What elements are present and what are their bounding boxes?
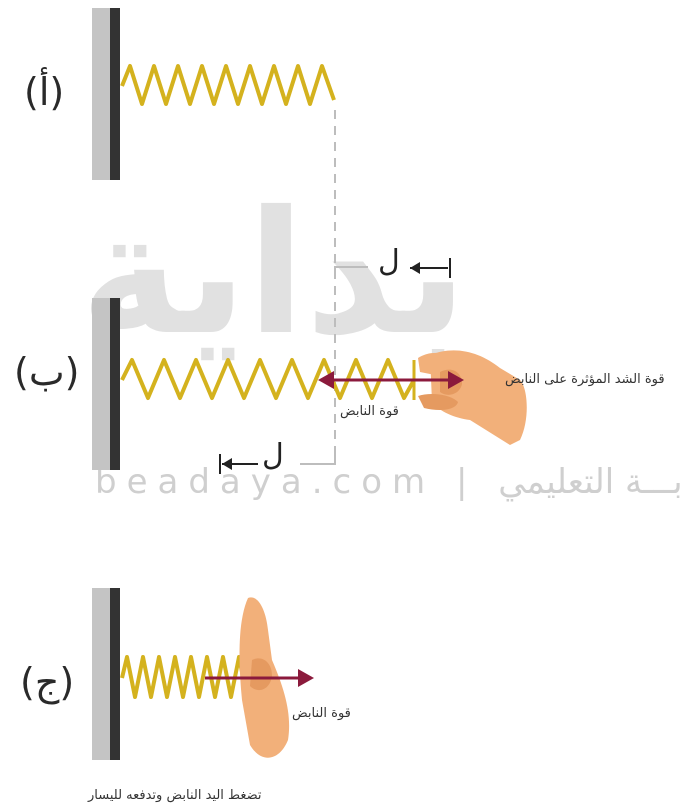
pull-force-label: قوة الشد المؤثرة على النابض	[505, 372, 665, 387]
spring-force-arrowhead-c-icon	[298, 669, 314, 687]
compression-length-symbol: ل	[262, 438, 284, 473]
spring-compressed	[120, 655, 254, 699]
watermark-logo: بداية	[80, 175, 468, 373]
stretch-length-symbol: ل	[378, 244, 400, 279]
case-a-label: (أ)	[24, 70, 65, 114]
spring-force-label-b: قوة النابض	[340, 404, 399, 419]
compression-length-indicator	[219, 450, 336, 474]
case-b-label: (ب)	[14, 350, 80, 394]
spring-stretched	[120, 358, 416, 400]
spring-relaxed	[120, 64, 336, 106]
pull-force-arrowhead-icon	[448, 371, 464, 389]
watermark-text: beadaya.com | بـــة التعليمي	[95, 462, 683, 502]
case-a-group	[92, 8, 336, 180]
case-c-group	[92, 588, 314, 760]
caption: تضغط اليد النابض وتدفعه لليسار	[88, 788, 262, 803]
hand-pulling-icon	[418, 350, 527, 445]
wall-a	[92, 8, 110, 180]
spring-force-arrowhead-icon	[318, 371, 334, 389]
wall-c-edge	[110, 588, 120, 760]
case-b-group	[92, 298, 527, 470]
case-c-label: (ج)	[20, 660, 75, 704]
wall-b-edge	[110, 298, 120, 470]
wall-a-edge	[110, 8, 120, 180]
wall-b	[92, 298, 110, 470]
stretch-length-indicator	[334, 258, 451, 278]
wall-c	[92, 588, 110, 760]
spring-force-label-c: قوة النابض	[292, 706, 351, 721]
